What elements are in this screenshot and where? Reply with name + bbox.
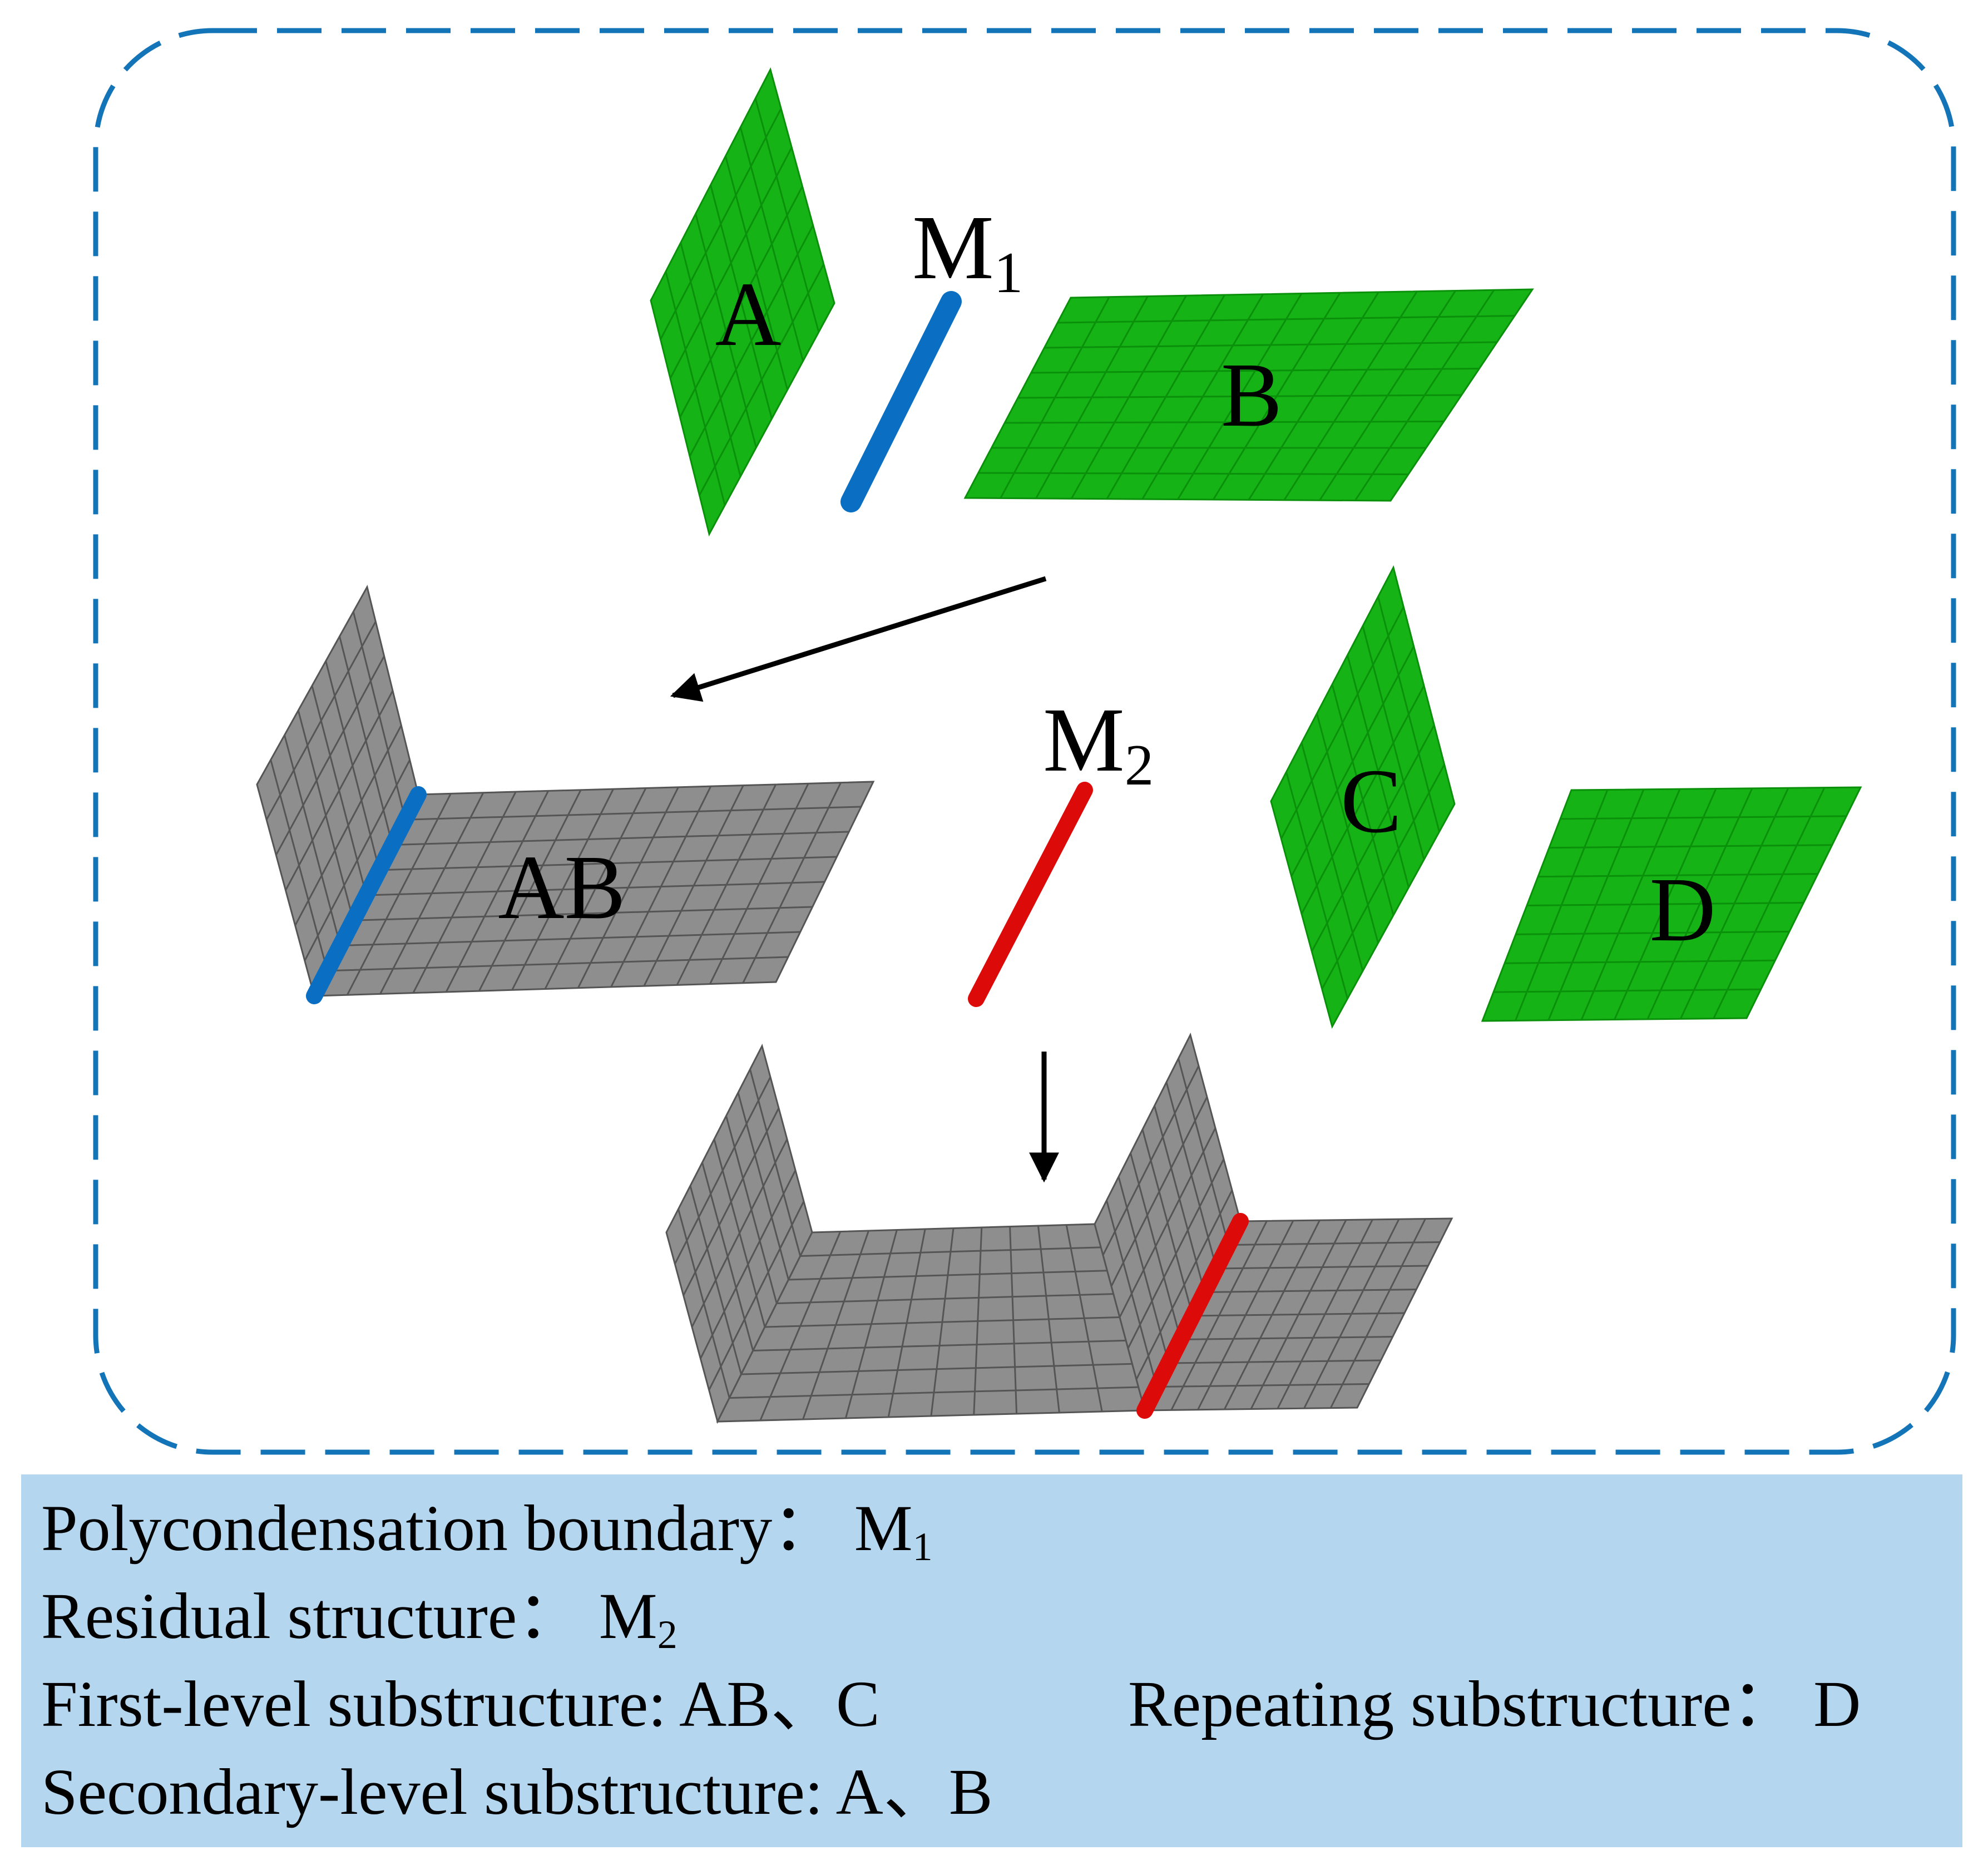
label-b: B [1221, 344, 1282, 446]
legend-boundary-text: Polycondensation boundary： M [41, 1492, 913, 1565]
panel-b-mesh [963, 288, 1534, 502]
panel-c-mesh [1270, 565, 1456, 1029]
arrow-to-ab [670, 576, 1047, 702]
m1-boundary-line [840, 291, 962, 512]
dashed-border [93, 28, 1956, 1455]
legend-boundary-sub: 1 [912, 1524, 933, 1569]
label-ab: AB [498, 836, 625, 938]
label-m2-sub: 2 [1125, 732, 1154, 797]
legend-secondary-text: Secondary-level substructure: A、B [41, 1755, 993, 1828]
legend-line-residual: Residual structure： M2 [41, 1583, 677, 1655]
legend-residual-sub: 2 [657, 1612, 677, 1657]
label-m1-sub: 1 [994, 240, 1023, 305]
legend-panel: Polycondensation boundary： M1 Residual s… [21, 1474, 1962, 1847]
legend-repeating-text: Repeating substructure： D [1128, 1667, 1861, 1740]
m1-ab-line [306, 786, 427, 1004]
legend-residual-text: Residual structure： M [41, 1580, 657, 1652]
label-m2: M2 [1043, 689, 1154, 797]
m2-boundary-line [968, 782, 1093, 1007]
label-m2-main: M [1043, 689, 1125, 791]
panel-d-mesh [1481, 786, 1862, 1022]
label-m1-main: M [912, 196, 994, 298]
panel-a-mesh [650, 67, 835, 537]
legend-line-first-level: First-level substructure: AB、C [41, 1671, 880, 1737]
m2-assembly-line [1136, 1213, 1249, 1419]
legend-first-level-text: First-level substructure: AB、C [41, 1667, 880, 1740]
legend-line-repeating: Repeating substructure： D [1128, 1671, 1861, 1737]
label-d: D [1649, 859, 1715, 960]
label-a: A [715, 263, 781, 365]
panel-ab-floor-mesh [313, 781, 875, 997]
label-m1: M1 [912, 196, 1023, 305]
legend-line-boundary: Polycondensation boundary： M1 [41, 1496, 933, 1567]
label-c: C [1341, 750, 1402, 852]
legend-line-secondary: Secondary-level substructure: A、B [41, 1759, 993, 1825]
